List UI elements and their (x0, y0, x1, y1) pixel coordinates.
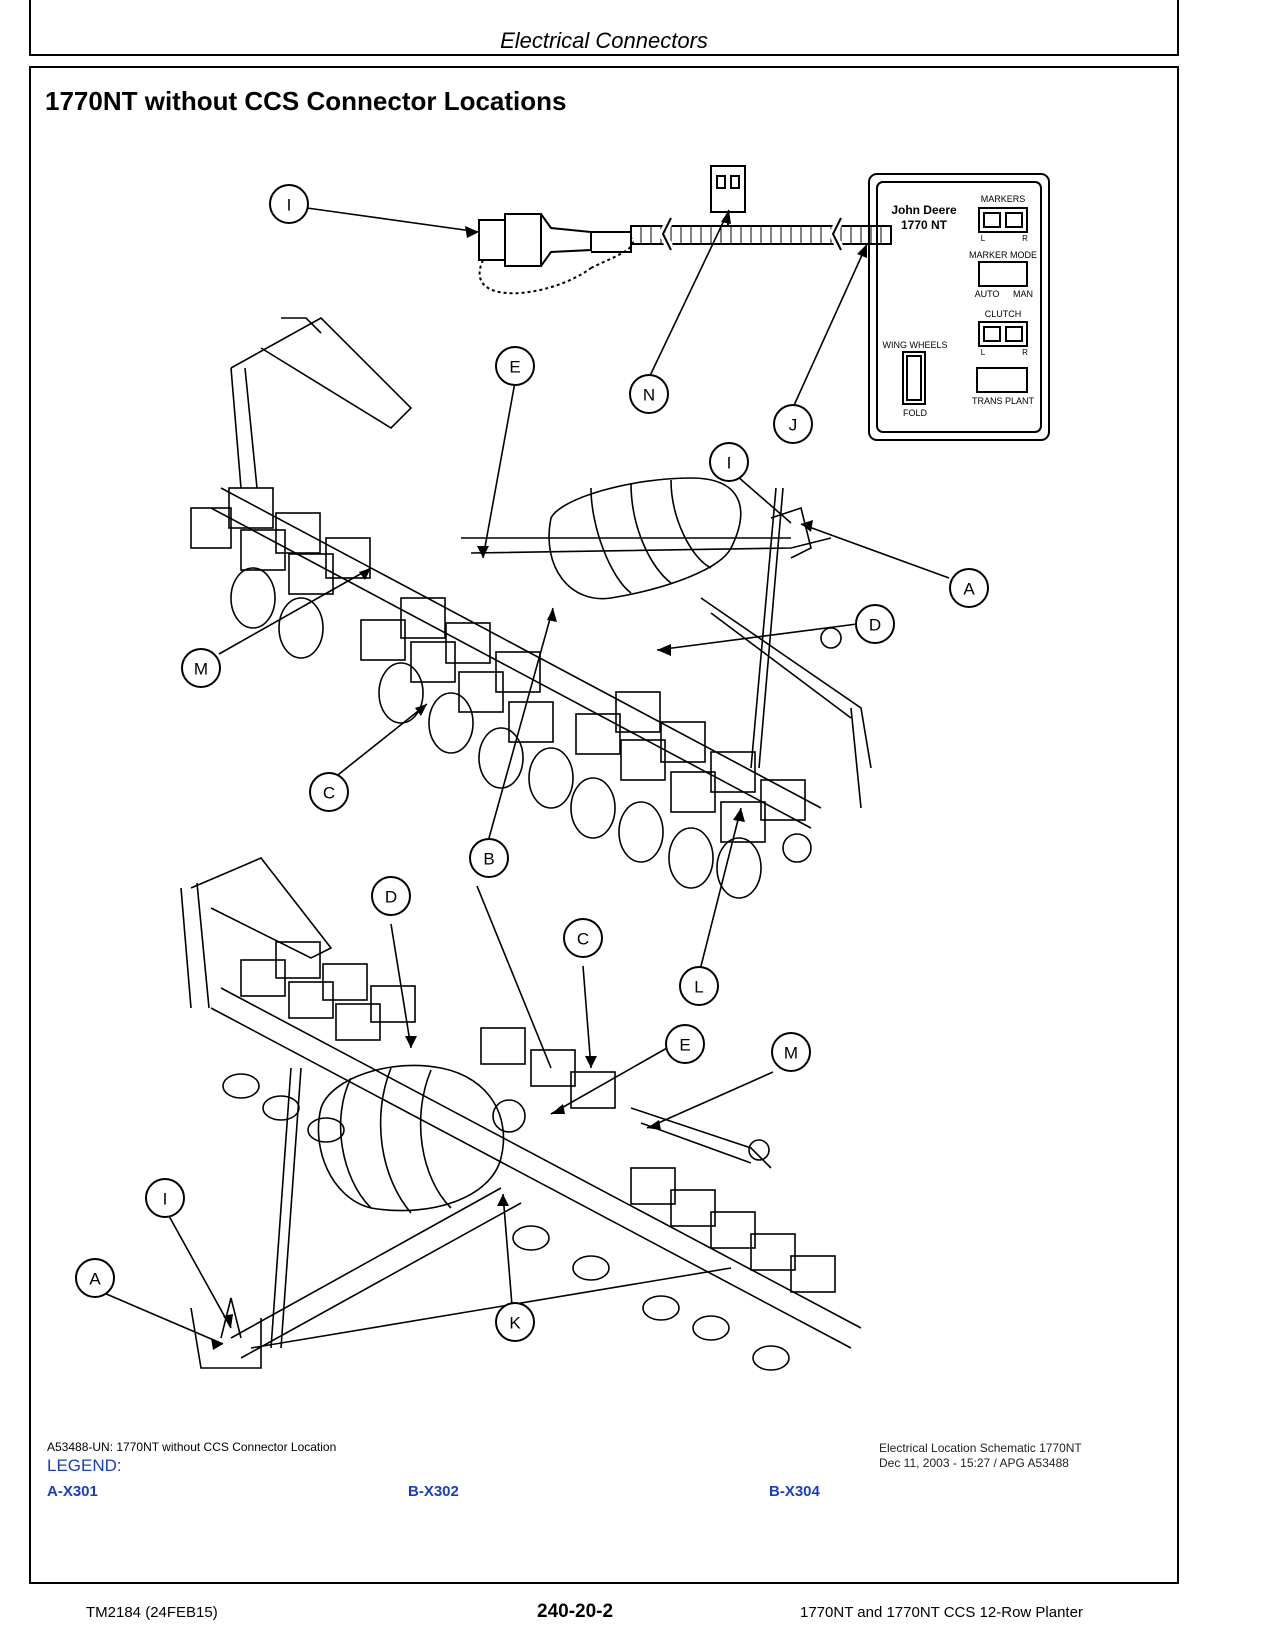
marker-mode-label: MARKER MODE (969, 250, 1037, 260)
callout-b (469, 838, 509, 878)
harness-drawing (478, 165, 892, 295)
section-title: Electrical Connectors (500, 28, 708, 53)
callout-e-upper-label: E (509, 358, 520, 377)
clutch-l-label: L (981, 348, 986, 357)
leader-lines (96, 207, 950, 1345)
control-box-drawing (868, 173, 1050, 441)
figure-frame: 1770NT without CCS Connector Locations (29, 66, 1179, 1584)
legend-item-b-x302: B-X302 (408, 1483, 459, 1500)
figure-title: 1770NT without CCS Connector Locations (45, 86, 567, 116)
markers-l-label: L (981, 234, 986, 243)
markers-label: MARKERS (981, 194, 1026, 204)
callout-d-lower-label: D (385, 888, 397, 907)
callout-i-top (269, 184, 309, 224)
schematic-note: Electrical Location Schematic 1770NT Dec… (879, 1441, 1082, 1471)
callout-b-label: B (483, 850, 494, 869)
callout-l-label: L (694, 978, 703, 997)
callout-a-upper-label: A (963, 580, 975, 599)
callout-a-lower-label: A (89, 1270, 101, 1289)
callout-a-lower (75, 1258, 115, 1298)
trans-plant-label: TRANS PLANT (972, 396, 1035, 406)
callout-e-upper (495, 346, 535, 386)
legend-item-a-x301: A-X301 (47, 1483, 98, 1500)
callout-i-lower-label: I (163, 1190, 168, 1209)
callout-i-mid (709, 442, 749, 482)
callout-i-mid-label: I (727, 454, 732, 473)
footer-page-number: 240-20-2 (537, 1601, 614, 1622)
markers-r-label: R (1022, 234, 1028, 243)
callout-j-label: J (789, 416, 798, 435)
footer-manual-title: 1770NT and 1770NT CCS 12-Row Planter (800, 1604, 1083, 1621)
callout-i-top-label: I (287, 196, 292, 215)
man-label: MAN (1013, 289, 1033, 299)
wing-wheels-label: WING WHEELS (882, 340, 947, 350)
schematic-note-line2: Dec 11, 2003 - 15:27 / APG A53488 (879, 1456, 1069, 1470)
callout-k (495, 1302, 535, 1342)
upper-planter-drawing (190, 317, 872, 899)
callout-k-label: K (509, 1314, 521, 1333)
control-box-model: 1770 NT (901, 218, 948, 232)
lower-planter-drawing (180, 857, 862, 1371)
connector-location-drawing: I N J E I A D M C B D C L E M I A K John… (75, 165, 1050, 1371)
clutch-label: CLUTCH (985, 309, 1022, 319)
callout-c-lower (563, 918, 603, 958)
callout-m-lower (771, 1032, 811, 1072)
clutch-r-label: R (1022, 348, 1028, 357)
callout-e-lower-label: E (679, 1036, 690, 1055)
legend-item-b-x304: B-X304 (769, 1483, 820, 1500)
callout-d-lower (371, 876, 411, 916)
callout-m-upper (181, 648, 221, 688)
callout-n-label: N (643, 386, 655, 405)
callout-m-lower-label: M (784, 1044, 798, 1063)
callout-j (773, 404, 813, 444)
callout-n (629, 374, 669, 414)
callout-i-lower (145, 1178, 185, 1218)
control-box-brand: John Deere (891, 203, 957, 217)
auto-label: AUTO (975, 289, 1000, 299)
arrowheads (211, 210, 867, 1350)
callout-m-upper-label: M (194, 660, 208, 679)
fold-label: FOLD (903, 408, 928, 418)
callout-c-lower-label: C (577, 930, 589, 949)
legend-title: LEGEND: (47, 1456, 122, 1475)
callout-d-upper-label: D (869, 616, 881, 635)
figure-caption: A53488-UN: 1770NT without CCS Connector … (47, 1440, 337, 1454)
callout-c-upper-label: C (323, 784, 335, 803)
callout-l (679, 966, 719, 1006)
callouts (75, 184, 989, 1342)
callout-a-upper (949, 568, 989, 608)
callout-c-upper (309, 772, 349, 812)
callout-e-lower (665, 1024, 705, 1064)
page-header: Electrical Connectors (29, 0, 1179, 56)
callout-d-upper (855, 604, 895, 644)
schematic-note-line1: Electrical Location Schematic 1770NT (879, 1441, 1082, 1455)
footer-doc-id: TM2184 (24FEB15) (86, 1604, 218, 1621)
